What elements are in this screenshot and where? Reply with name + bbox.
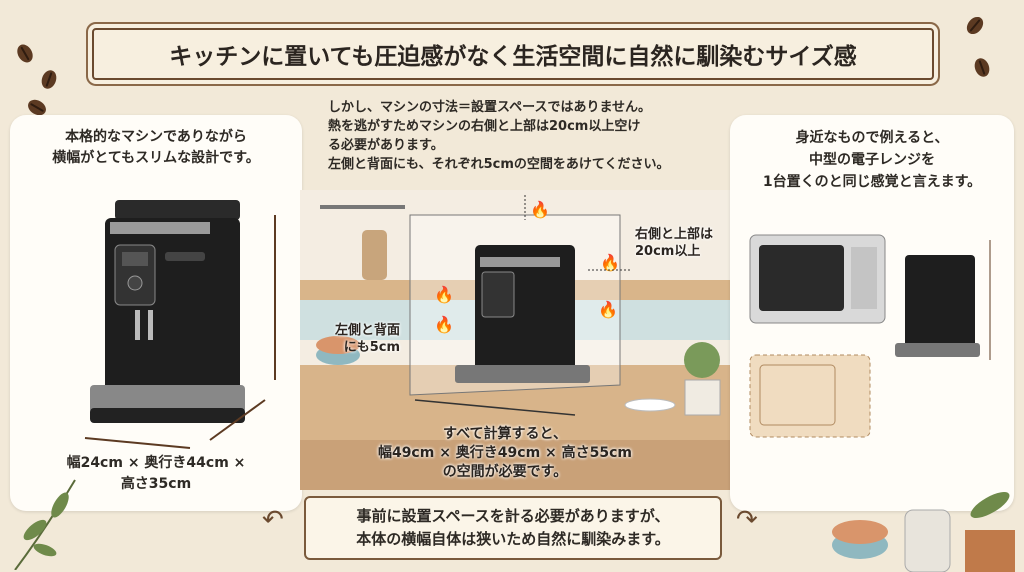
label-line: にも5cm [343, 340, 401, 355]
left-text-line: 横幅がとてもスリムな設計です。 [52, 150, 260, 166]
kitchen-scene-illustration: 🔥 🔥 🔥 🔥 🔥 [300, 190, 730, 490]
dimensions-line: 高さ35cm [120, 476, 192, 492]
bowls-and-plant-illustration [832, 492, 1015, 572]
svg-text:🔥: 🔥 [598, 300, 618, 319]
coffee-bean-icon [963, 13, 987, 38]
label-line: 幅49cm × 奥行き49cm × 高さ55cm [377, 445, 633, 461]
center-explanation: しかし、マシンの寸法＝設置スペースではありません。 熱を逃がすためマシンの右側と… [328, 98, 718, 174]
label-line: 右側と上部は [635, 227, 714, 242]
center-text-line: る必要があります。 [328, 138, 444, 153]
center-text-line: 熱を逃がすためマシンの右側と上部は20cm以上空け [328, 119, 641, 134]
right-text-line: 1台置くのと同じ感覚と言えます。 [762, 174, 982, 190]
left-clearance-label: 左側と背面 にも5cm [335, 322, 400, 356]
svg-text:🔥: 🔥 [530, 200, 550, 219]
right-clearance-label: 右側と上部は 20cm以上 [635, 226, 713, 260]
svg-text:🔥: 🔥 [434, 285, 454, 304]
svg-text:🔥: 🔥 [600, 253, 620, 272]
page-title: キッチンに置いても圧迫感がなく生活空間に自然に馴染むサイズ感 [92, 28, 934, 80]
left-text-line: 本格的なマシンでありながら [65, 129, 247, 145]
coffee-bean-icon [39, 68, 59, 91]
left-panel: 本格的なマシンでありながら 横幅がとてもスリムな設計です。 幅24cm × 奥行… [10, 115, 302, 511]
logo-badge [165, 252, 205, 261]
summary-line: 事前に設置スペースを計る必要がありますが、 [356, 507, 670, 525]
svg-text:🔥: 🔥 [434, 315, 454, 334]
curved-arrow-left-icon: ↶ [262, 505, 284, 535]
coffee-machine-illustration [84, 200, 276, 449]
microwave-comparison-illustration [749, 234, 991, 438]
coffee-bean-icon [14, 41, 36, 66]
label-line: 20cm以上 [635, 244, 701, 259]
label-line: の空間が必要です。 [442, 464, 568, 480]
summary-line: 本体の横幅自体は狭いため自然に馴染みます。 [356, 530, 670, 548]
bottom-summary-banner: 事前に設置スペースを計る必要がありますが、 本体の横幅自体は狭いため自然に馴染み… [304, 496, 722, 560]
curved-arrow-right-icon: ↷ [736, 505, 758, 535]
label-line: 左側と背面 [335, 323, 401, 338]
right-text-line: 身近なもので例えると、 [795, 130, 949, 146]
dimensions-line: 幅24cm × 奥行き44cm × [66, 455, 246, 471]
center-text-line: しかし、マシンの寸法＝設置スペースではありません。 [328, 100, 652, 115]
total-space-label: すべて計算すると、 幅49cm × 奥行き49cm × 高さ55cm の空間が必… [340, 425, 670, 482]
center-text-line: 左側と背面にも、それぞれ5cmの空間をあけてください。 [328, 157, 670, 172]
label-line: すべて計算すると、 [443, 426, 567, 442]
leaf-branch-icon [14, 479, 76, 570]
right-panel: 身近なもので例えると、 中型の電子レンジを 1台置くのと同じ感覚と言えます。 [730, 115, 1014, 511]
right-text-line: 中型の電子レンジを [809, 152, 935, 168]
coffee-bean-icon [972, 56, 992, 79]
